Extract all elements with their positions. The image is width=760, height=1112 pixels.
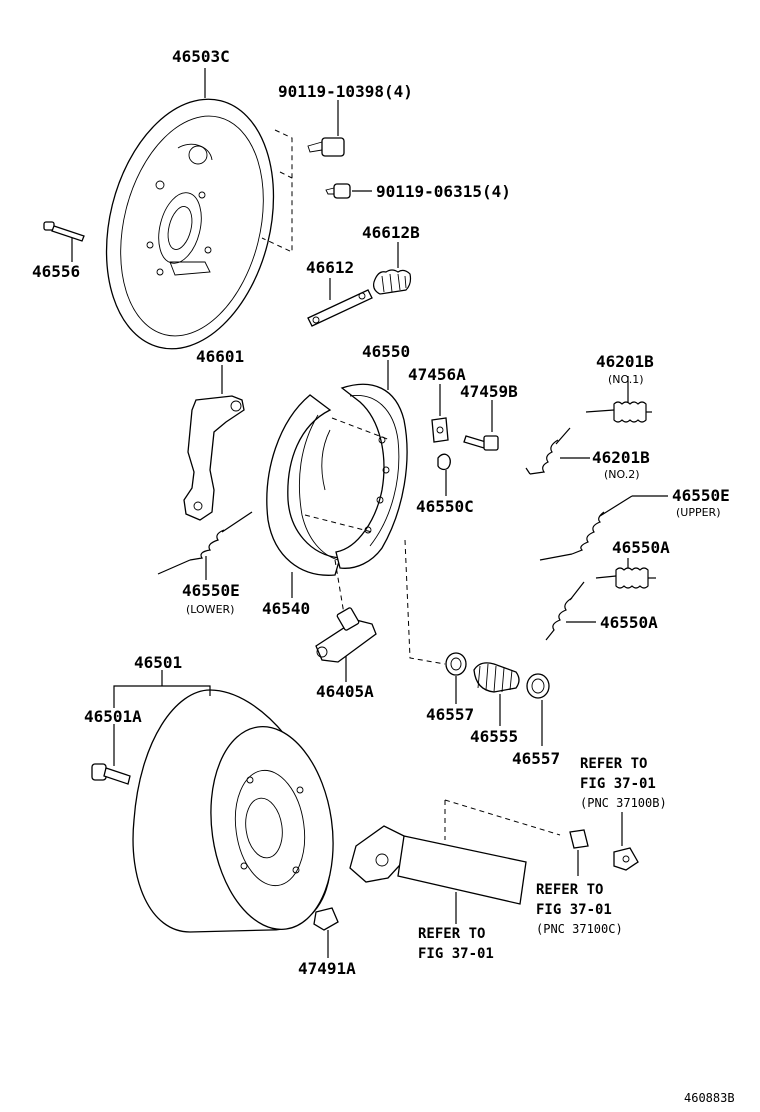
label-46612: 46612: [306, 258, 354, 277]
label-46550C: 46550C: [416, 497, 474, 516]
spring-46550A-2[interactable]: [545, 581, 585, 641]
ref2-line2: FIG 37-01: [536, 902, 612, 918]
nut-90119-06315[interactable]: [325, 183, 351, 199]
label-46501A: 46501A: [84, 707, 142, 726]
spring-46201B-no1[interactable]: [585, 401, 652, 423]
label-90119-10398: 90119-10398(4): [278, 82, 413, 101]
ref3-line2: FIG 37-01: [418, 946, 494, 962]
bolt-47459B[interactable]: [463, 435, 499, 451]
label-47456A: 47456A: [408, 365, 466, 384]
backing-plate-46503C[interactable]: [82, 81, 299, 366]
label-46201B-no2-sub: (NO.2): [604, 468, 640, 481]
label-46501: 46501: [134, 653, 182, 672]
spring-46550E-lower[interactable]: [157, 511, 253, 575]
label-46550: 46550: [362, 342, 410, 361]
washer-46557-2[interactable]: [526, 673, 550, 699]
brake-shoe-46550[interactable]: [321, 383, 408, 569]
brake-drum-46501[interactable]: [132, 689, 346, 937]
pin-46556[interactable]: [43, 221, 85, 242]
spring-46550A-1[interactable]: [595, 567, 656, 589]
label-47491A: 47491A: [298, 959, 356, 978]
spring-46612B[interactable]: [373, 269, 412, 295]
label-46557-2: 46557: [512, 749, 560, 768]
label-46556: 46556: [32, 262, 80, 281]
ref1-line3: (PNC 37100B): [580, 796, 667, 810]
clip-46550C[interactable]: [437, 453, 451, 471]
spring-46555[interactable]: [473, 662, 520, 693]
brake-shoe-46540[interactable]: [266, 394, 341, 576]
label-47459B: 47459B: [460, 382, 518, 401]
ref1-line1: REFER TO: [580, 756, 647, 772]
pin-47456A[interactable]: [431, 417, 449, 443]
label-46555: 46555: [470, 727, 518, 746]
label-46550E-lower-sub: (LOWER): [186, 603, 234, 616]
nut-47491A[interactable]: [313, 907, 339, 931]
refer-nut-37100C[interactable]: [569, 829, 589, 849]
label-46405A: 46405A: [316, 682, 374, 701]
label-46550E-lower: 46550E: [182, 581, 240, 600]
ref2-line3: (PNC 37100C): [536, 922, 623, 936]
label-46612B: 46612B: [362, 223, 420, 242]
ref3-line1: REFER TO: [418, 926, 485, 942]
label-46503C: 46503C: [172, 47, 230, 66]
label-46201B-no1-sub: (NO.1): [608, 373, 644, 386]
wheel-cylinder-46405A[interactable]: [315, 607, 377, 663]
ref2-line1: REFER TO: [536, 882, 603, 898]
spring-46201B-no2[interactable]: [525, 427, 571, 475]
strut-46612[interactable]: [307, 289, 373, 327]
bolt-90119-10398[interactable]: [307, 137, 345, 157]
label-46550E-upper: 46550E: [672, 486, 730, 505]
bolt-46501A[interactable]: [91, 763, 131, 785]
label-46550A-1: 46550A: [612, 538, 670, 557]
axle-shaft[interactable]: [349, 825, 527, 905]
label-90119-06315: 90119-06315(4): [376, 182, 511, 201]
label-46201B-no2: 46201B: [592, 448, 650, 467]
figure-id: 460883B: [684, 1091, 735, 1105]
label-46550A-2: 46550A: [600, 613, 658, 632]
lever-46601[interactable]: [183, 395, 245, 521]
washer-46557-1[interactable]: [445, 652, 467, 676]
label-46540: 46540: [262, 599, 310, 618]
label-46601: 46601: [196, 347, 244, 366]
spring-46550E-upper[interactable]: [539, 495, 633, 561]
ref1-line2: FIG 37-01: [580, 776, 656, 792]
label-46201B-no1: 46201B: [596, 352, 654, 371]
label-46550E-upper-sub: (UPPER): [676, 506, 721, 519]
refer-nut-37100B[interactable]: [613, 847, 639, 871]
label-46557-1: 46557: [426, 705, 474, 724]
